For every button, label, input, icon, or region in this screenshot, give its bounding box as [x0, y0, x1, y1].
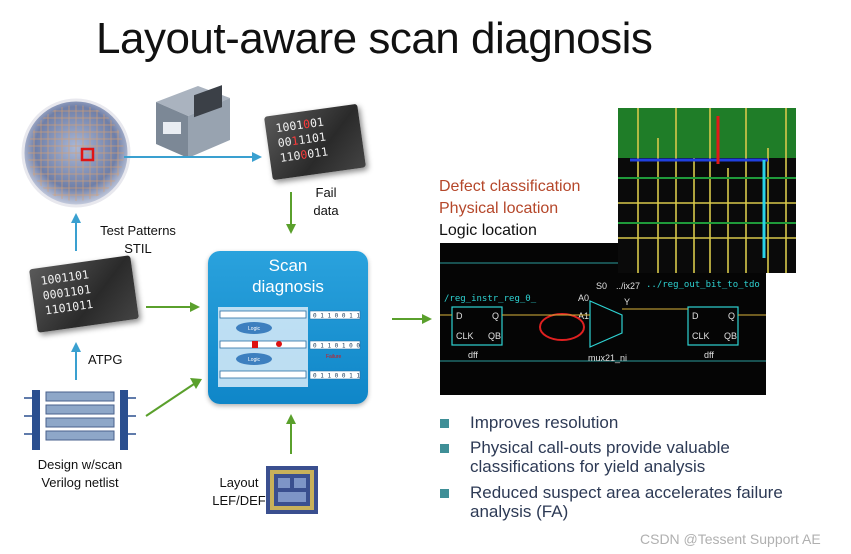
svg-text:S0: S0 — [596, 281, 607, 291]
logic-location-text: Logic location — [439, 222, 537, 239]
failure-point-marker — [276, 341, 282, 347]
arrow-fail-data-to-scan — [286, 192, 296, 234]
failure-label: Failure — [326, 354, 342, 360]
fail-data-paper: 1001001 0011101 1100011 — [264, 103, 366, 181]
defect-highlight-circle — [539, 313, 585, 341]
svg-text:QB: QB — [488, 331, 501, 341]
svg-text:Q: Q — [728, 311, 735, 321]
bullet-marker — [440, 444, 449, 453]
failure-cell-marker — [252, 341, 258, 348]
svg-text:QB: QB — [724, 331, 737, 341]
svg-text:CLK: CLK — [456, 331, 474, 341]
mux-label: mux21_ni — [588, 353, 627, 363]
svg-text:Y: Y — [624, 297, 630, 307]
defect-die-marker — [80, 147, 95, 162]
physical-layout-image — [618, 108, 796, 273]
netlist-label: Design w/scan Verilog netlist — [37, 457, 123, 490]
right-dff-cell — [687, 306, 739, 346]
netlist-image — [24, 390, 136, 450]
atpg-label: ATPG — [88, 352, 123, 367]
test-patterns-label: Test Patterns STIL — [100, 223, 176, 256]
left-net-label: /reg_instr_reg_0_ — [444, 294, 537, 304]
left-dff-label: dff — [468, 350, 478, 360]
chain-bits-1: 0 1 1 0 0 1 1 — [313, 313, 360, 320]
arrow-wafer-to-fail-data — [124, 152, 262, 162]
physical-location-text: Physical location — [439, 200, 559, 217]
svg-text:D: D — [692, 311, 699, 321]
bullet-item: Reduced suspect area accelerates failure… — [440, 483, 810, 523]
scan-diagnosis-title: Scan diagnosis — [252, 256, 324, 296]
chain-bits-3: 0 1 1 0 0 1 1 — [313, 373, 360, 380]
bullet-marker — [440, 419, 449, 428]
fail-data-label: Fail data — [313, 185, 339, 218]
defect-classification-text: Defect classification — [439, 178, 581, 195]
test-patterns-paper: 1001101 0001101 1101011 — [29, 255, 139, 333]
arrow-atpg — [71, 342, 81, 380]
svg-text:A0: A0 — [578, 293, 589, 303]
tester-machine-image — [156, 85, 230, 158]
bullet-item: Physical call-outs provide valuable clas… — [440, 438, 810, 478]
bullet-marker — [440, 489, 449, 498]
right-net-label: ../reg_out_bit_to_tdo — [646, 280, 760, 290]
svg-text:A1: A1 — [578, 311, 589, 321]
page-title: Layout-aware scan diagnosis — [96, 14, 653, 63]
scan-diagnosis-box: Scan diagnosis Logic Logic 0 1 1 0 0 1 1… — [208, 251, 368, 404]
layout-label: Layout LEF/DEF — [212, 475, 266, 508]
right-dff-label: dff — [704, 350, 714, 360]
chain-bits-2: 0 1 1 0 1 0 0 — [313, 343, 360, 350]
svg-text:D: D — [456, 311, 463, 321]
bullet-item: Improves resolution — [440, 413, 810, 433]
wafer-image — [21, 98, 131, 208]
arrow-netlist-to-scan — [145, 378, 202, 417]
logic-label-2: Logic — [248, 357, 260, 363]
logic-label-1: Logic — [248, 326, 260, 332]
svg-text:CLK: CLK — [692, 331, 710, 341]
scan-chain-graphic: Logic Logic 0 1 1 0 0 1 1 0 1 1 0 1 0 0 … — [218, 307, 360, 387]
mux-cell — [589, 300, 623, 348]
arrow-layout-to-scan — [286, 414, 296, 454]
defect-info-labels: Defect classification Physical location … — [439, 176, 580, 242]
arrow-patterns-to-scan — [146, 302, 200, 312]
mux-instance-label: ../ix27 — [616, 281, 640, 291]
arrow-patterns-to-wafer — [71, 213, 81, 251]
watermark: CSDN @Tessent Support AE — [640, 531, 821, 547]
arrow-scan-to-results — [392, 314, 432, 324]
left-dff-cell — [451, 306, 503, 346]
svg-text:Q: Q — [492, 311, 499, 321]
layout-chip-image — [266, 466, 318, 514]
